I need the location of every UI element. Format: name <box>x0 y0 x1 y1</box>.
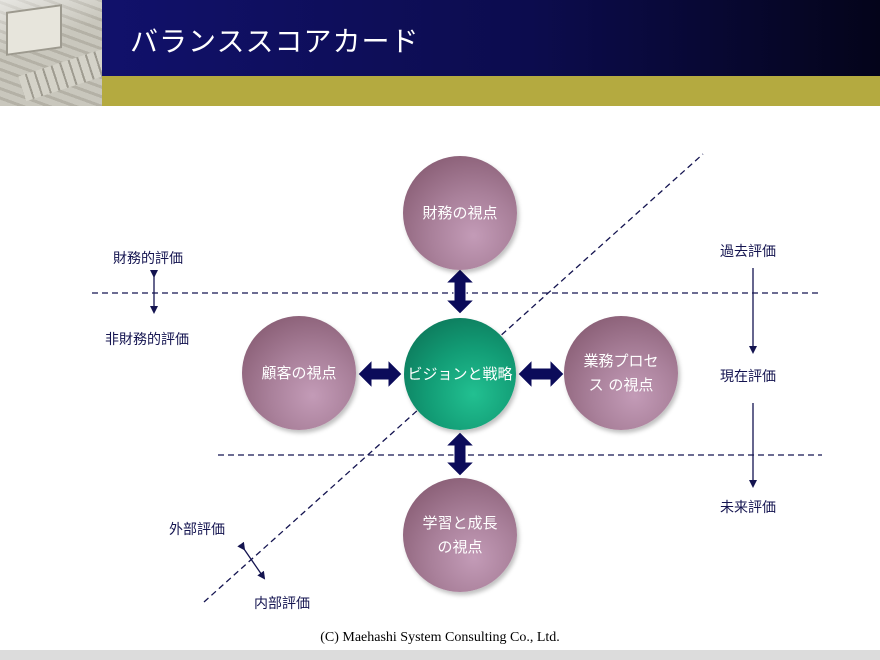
vision-strategy-label: ビジョンと戦略 <box>407 365 513 383</box>
header-photo <box>0 0 102 106</box>
accent-bar <box>102 76 880 106</box>
top-block-arrow <box>444 268 476 315</box>
process-perspective-label: 業務プロセス の視点 <box>583 352 659 394</box>
internal-eval-label: 内部評価 <box>254 596 310 612</box>
future-eval-label: 未来評価 <box>720 500 776 516</box>
learning-perspective-label: 学習と成長 の視点 <box>422 514 498 556</box>
financial-eval-label: 財務的評価 <box>113 251 183 267</box>
nonfinancial-eval-label: 非財務的評価 <box>105 332 189 348</box>
copyright-text: (C) Maehashi System Consulting Co., Ltd. <box>320 630 560 645</box>
financial-perspective-circle: 財務の視点 <box>403 156 517 270</box>
left-block-arrow <box>357 358 403 390</box>
bottom-block-arrow <box>444 431 476 477</box>
past-eval-label: 過去評価 <box>720 244 776 260</box>
customer-perspective-label: 顧客の視点 <box>261 364 337 382</box>
current-eval-label: 現在評価 <box>720 369 776 385</box>
customer-perspective-circle: 顧客の視点 <box>242 316 356 430</box>
bottom-bar <box>0 650 880 660</box>
slide-title: バランススコアカード <box>130 25 420 58</box>
header-bar <box>102 0 880 76</box>
process-perspective-circle: 業務プロセス の視点 <box>564 316 678 430</box>
external-internal-arrow <box>237 541 266 580</box>
external-eval-label: 外部評価 <box>169 522 225 538</box>
financial-perspective-label: 財務の視点 <box>422 204 498 222</box>
right-block-arrow <box>517 358 565 390</box>
learning-perspective-circle: 学習と成長 の視点 <box>403 478 517 592</box>
vision-strategy-circle: ビジョンと戦略 <box>404 318 516 430</box>
